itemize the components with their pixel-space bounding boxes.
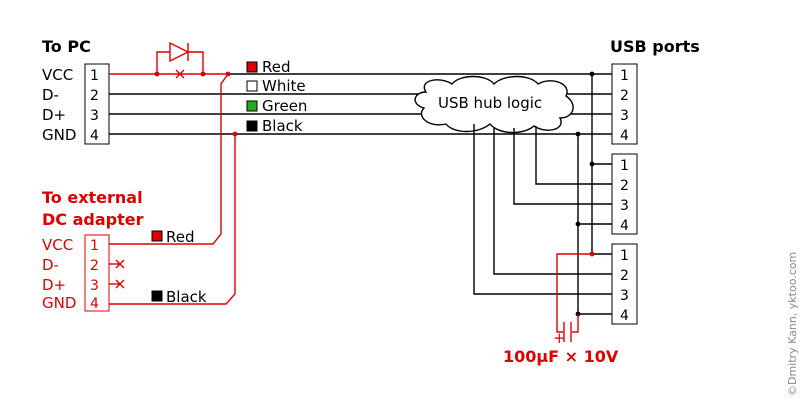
gnd-bus-junction	[575, 131, 581, 137]
adapter-title-line2: DC adapter	[42, 210, 144, 229]
port3-dminus-wire	[493, 128, 612, 275]
adapter-black-swatch	[151, 290, 163, 302]
wire-label-red: Red	[262, 58, 291, 76]
diode-junction-left	[154, 71, 160, 77]
adapter-red-label: Red	[166, 228, 195, 246]
adapter-pin-2: 2	[90, 258, 99, 274]
port3-dplus-wire	[473, 124, 612, 295]
pc-signal-vcc: VCC	[42, 66, 73, 84]
pc-connector-box	[84, 63, 110, 145]
pc-connector: VCC D- D+ GND 1 2 3 4	[42, 63, 110, 145]
diode-junction-right	[200, 71, 206, 77]
port2-box	[611, 153, 638, 235]
adapter-vcc-wire	[109, 73, 229, 245]
usb-port-1: 1 2 3 4	[611, 63, 638, 145]
adapter-wires	[109, 73, 236, 305]
credit-text: ©Dmitry Kann, yktoo.com	[786, 252, 799, 396]
wire-swatch-black	[246, 120, 258, 132]
pc-pin-2: 2	[90, 88, 99, 104]
port2-dminus-wire	[535, 126, 612, 185]
adapter-gnd-wire	[109, 134, 236, 305]
pc-pin-3: 3	[90, 108, 99, 124]
port3-pin-3: 3	[620, 288, 629, 304]
wire-label-black: Black	[262, 117, 303, 135]
adapter-dminus-cut-icon	[115, 259, 125, 269]
cap-plus-wire	[556, 253, 592, 333]
port1-pin-2: 2	[620, 88, 629, 104]
port1-pin-4: 4	[620, 128, 629, 144]
adapter-connector: VCC D- D+ GND 1 2 3 4	[42, 234, 110, 312]
port1-box	[611, 63, 638, 145]
adapter-dplus-cut-icon	[115, 279, 125, 289]
pc-signal-dminus: D-	[42, 86, 59, 104]
adapter-connector-box	[84, 234, 110, 312]
diode-icon	[169, 41, 190, 63]
port2-pin-1: 1	[620, 158, 629, 174]
cap-minus-wire	[572, 314, 579, 333]
adapter-title-line1: To external	[42, 188, 143, 207]
vcc-port3-junction	[589, 251, 595, 257]
port2-pin-2: 2	[620, 178, 629, 194]
cut-mark-icon	[175, 69, 185, 79]
adapter-signal-gnd: GND	[42, 294, 76, 312]
capacitor-icon	[563, 322, 572, 342]
vcc-bus-port3	[591, 164, 612, 255]
adapter-pin-4: 4	[90, 296, 99, 312]
adapter-red-swatch	[151, 230, 163, 242]
usb-port-2: 1 2 3 4	[611, 153, 638, 235]
pc-pin-1: 1	[90, 68, 99, 84]
wire-label-green: Green	[262, 97, 307, 115]
adapter-black-label: Black	[166, 288, 207, 306]
port2-pin-3: 3	[620, 198, 629, 214]
pc-pin-4: 4	[90, 128, 99, 144]
wire-color-legend: Red White Green Black	[246, 58, 307, 135]
port3-pin-1: 1	[620, 248, 629, 264]
port3-pin-4: 4	[620, 308, 629, 324]
adapter-signal-dplus: D+	[42, 276, 66, 294]
pc-signal-dplus: D+	[42, 106, 66, 124]
wire-label-white: White	[262, 77, 306, 95]
usb-port-3: 1 2 3 4	[611, 243, 638, 325]
hub-cloud-shape	[414, 75, 574, 134]
gnd-port2-junction	[575, 221, 581, 227]
pc-signal-gnd: GND	[42, 126, 76, 144]
adapter-signal-vcc: VCC	[42, 236, 73, 254]
port1-pin-1: 1	[620, 68, 629, 84]
port1-pin-3: 3	[620, 108, 629, 124]
hub-label: USB hub logic	[438, 94, 542, 112]
wire-swatch-green	[246, 100, 258, 112]
adapter-signal-dminus: D-	[42, 256, 59, 274]
adapter-pin-1: 1	[90, 238, 99, 254]
adapter-pin-3: 3	[90, 278, 99, 294]
wire-swatch-red	[246, 61, 258, 73]
port3-vcc-wiring	[556, 164, 612, 333]
vcc-bus-port2	[591, 74, 612, 165]
port3-pin-2: 2	[620, 268, 629, 284]
port2-pin-4: 4	[620, 218, 629, 234]
usb-hub-logic: USB hub logic	[414, 75, 574, 134]
vcc-bus-junction	[589, 71, 595, 77]
capacitor-plus-sign: +	[553, 329, 566, 347]
wire-swatch-white	[246, 80, 258, 92]
capacitor-label: 100µF × 10V	[503, 347, 619, 366]
to-pc-title: To PC	[42, 37, 91, 56]
port3-box	[611, 243, 638, 325]
usb-ports-title: USB ports	[610, 37, 700, 56]
port2-dplus-wire	[513, 128, 612, 205]
